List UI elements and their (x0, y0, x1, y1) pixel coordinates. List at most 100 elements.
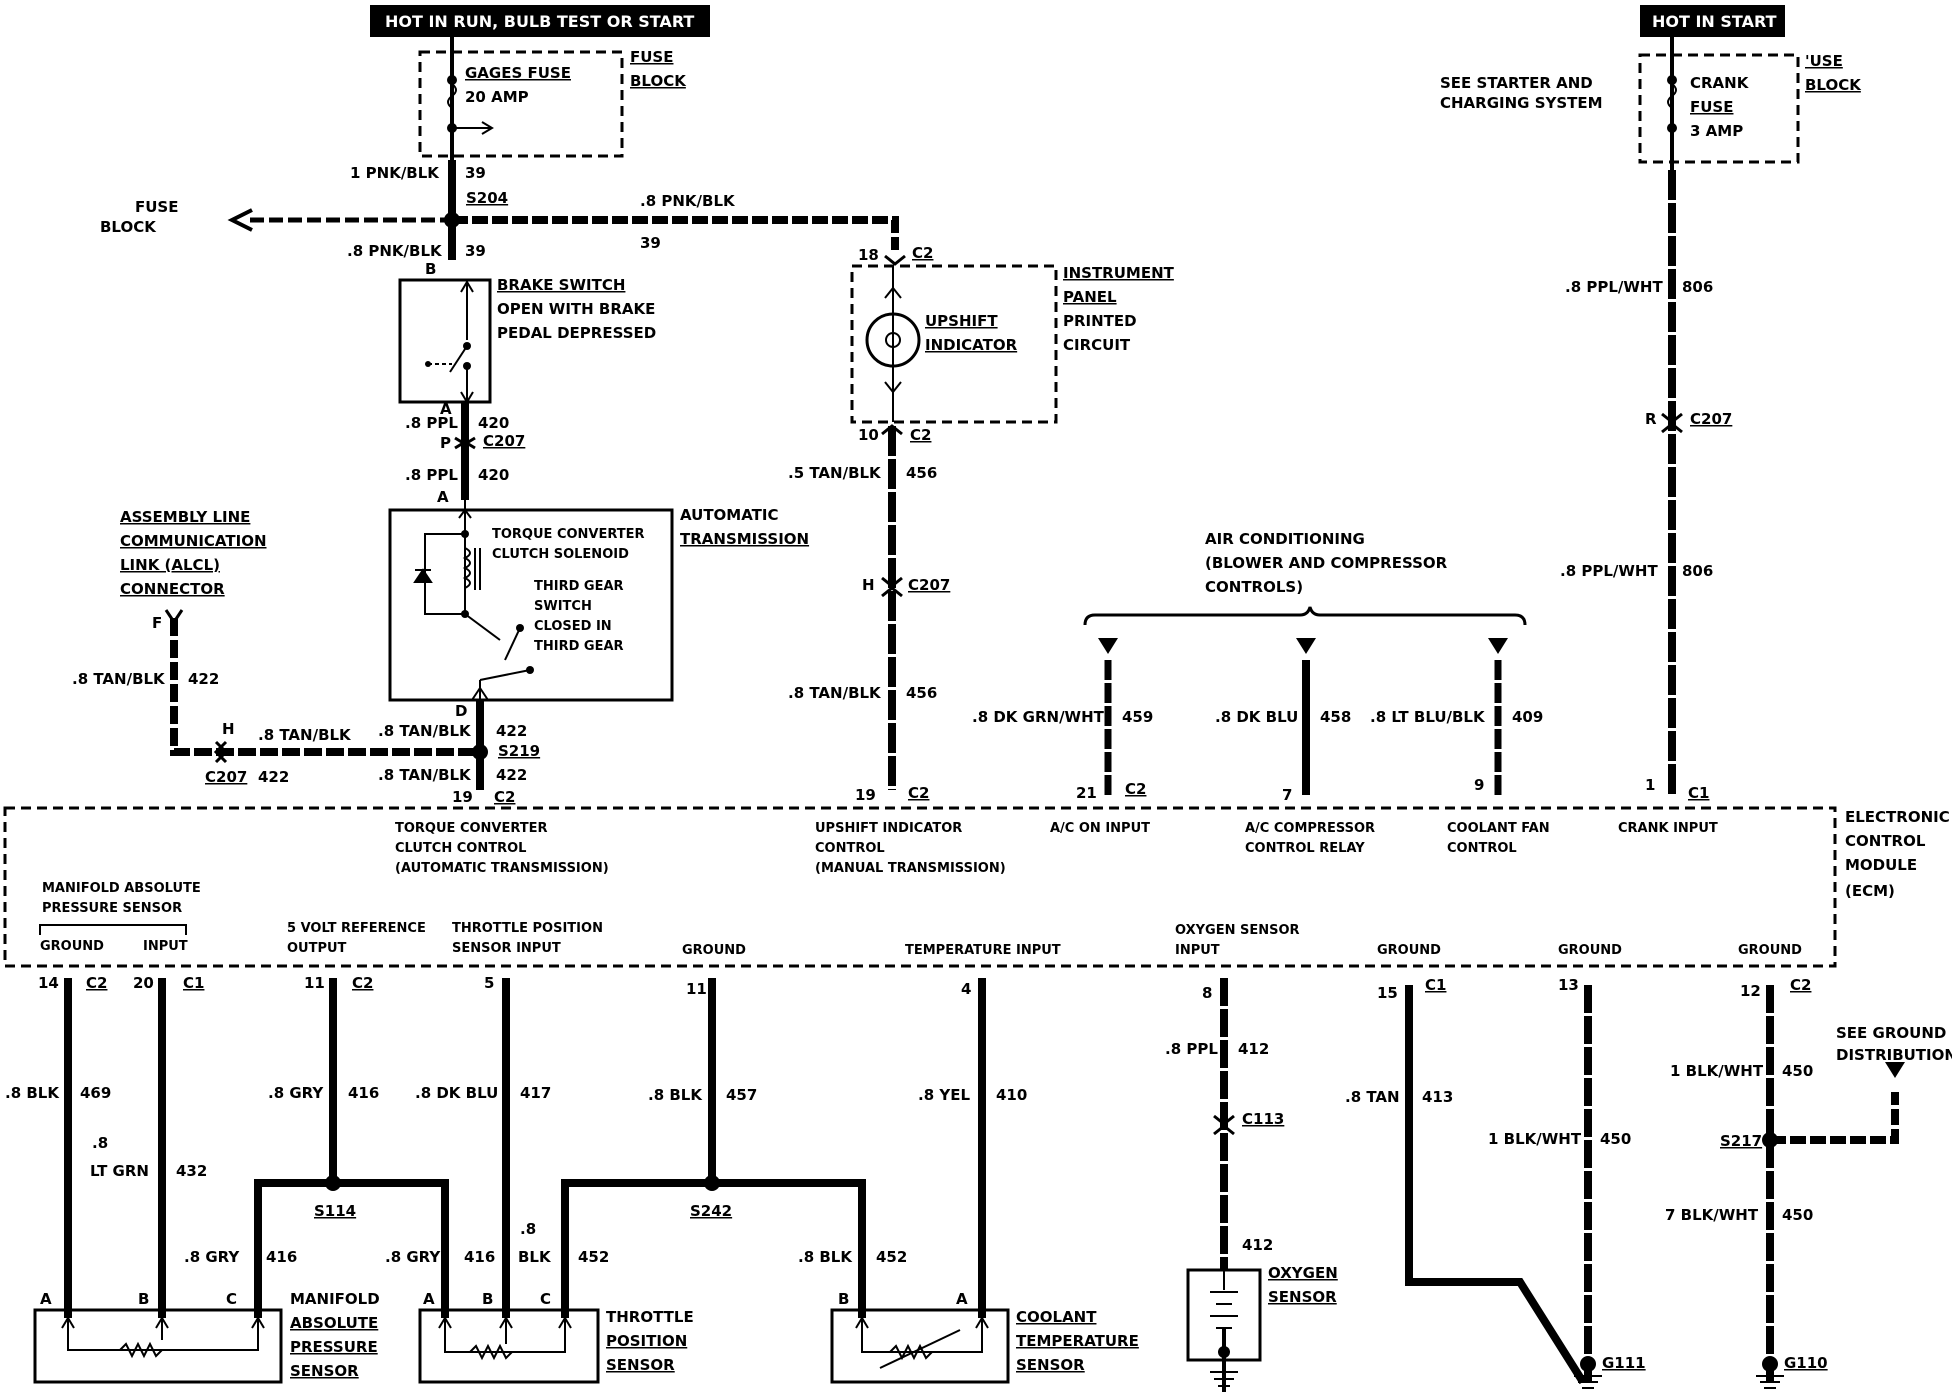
tps-sensor-box (418, 1308, 600, 1384)
ground-dist-arrow (1885, 1062, 1905, 1078)
w458-label: .8 DK BLU (1215, 708, 1298, 726)
cts-pin-a: A (956, 1290, 968, 1308)
ecm-box (3, 806, 1837, 968)
c409-label: 409 (1512, 708, 1543, 726)
c457-label: 457 (726, 1086, 757, 1104)
fuse-block-left-2: BLOCK (100, 218, 157, 236)
ecm-crank: CRANK INPUT (1618, 821, 1718, 836)
c2-upshift-bottom: C2 (910, 426, 931, 444)
ecm-name-4: (ECM) (1845, 882, 1895, 900)
w410-label: .8 YEL (918, 1086, 970, 1104)
w412a-label: .8 PPL (1165, 1040, 1218, 1058)
transmission-box (388, 500, 674, 702)
o2-sensor-l1: OXYGEN (1268, 1264, 1338, 1282)
pin-5: 5 (484, 974, 494, 992)
w422c-label: .8 TAN/BLK (378, 722, 472, 740)
ip-l2: PANEL (1063, 288, 1117, 306)
pin-a-brake: A (440, 400, 452, 418)
c806b-label: 806 (1682, 562, 1713, 580)
c207b-label: C207 (908, 576, 950, 594)
hot-in-run-text: HOT IN RUN, BULB TEST OR START (385, 12, 694, 31)
ac-brace (1083, 606, 1527, 626)
ground-dist-2: DISTRIBUTION (1836, 1046, 1952, 1064)
splice-s114 (325, 1175, 341, 1191)
pin-r: R (1645, 410, 1657, 428)
ecm-name-3: MODULE (1845, 856, 1917, 874)
tps-pin-b: B (482, 1290, 493, 1308)
pin-d: D (455, 702, 467, 720)
w409-label: .8 LT BLU/BLK (1370, 708, 1486, 726)
w422a-label: .8 TAN/BLK (72, 670, 166, 688)
pin-p: P (440, 434, 451, 452)
brake-switch-box (398, 278, 492, 404)
tps-sensor-l3: SENSOR (606, 1356, 675, 1374)
pin-21: 21 (1076, 784, 1097, 802)
c422d-label: 422 (496, 766, 527, 784)
g111-label: G111 (1602, 1354, 1646, 1372)
ecm-name-1: ELECTRONIC (1845, 808, 1950, 826)
brake-switch-l2: OPEN WITH BRAKE (497, 300, 655, 318)
third-gear-l3: CLOSED IN (534, 619, 612, 634)
pin-19a: 19 (452, 788, 473, 806)
w456a-label: .5 TAN/BLK (788, 464, 882, 482)
fuse-block-arrow (227, 208, 452, 232)
ecm-map-1: MANIFOLD ABSOLUTE (42, 881, 201, 896)
w457-label: .8 BLK (648, 1086, 703, 1104)
third-gear-l1: THIRD GEAR (534, 579, 624, 594)
pin-18: 18 (858, 246, 879, 264)
ecm-tps-2: SENSOR INPUT (452, 941, 561, 956)
s114-label: S114 (314, 1202, 356, 1220)
crank-fuse-block-1: 'USE (1805, 52, 1843, 70)
ecm-up-2: CONTROL (815, 841, 885, 856)
c39a-label: 39 (465, 164, 486, 182)
ecm-name-2: CONTROL (1845, 832, 1926, 850)
starter-note-l1: SEE STARTER AND (1440, 74, 1593, 92)
c1-15: C1 (1425, 976, 1446, 994)
ac-arrows (1098, 638, 1508, 654)
gages-fuse-label: GAGES FUSE (465, 64, 571, 82)
splice-s217 (1762, 1132, 1778, 1148)
ac-l2: (BLOWER AND COMPRESSOR (1205, 554, 1448, 572)
pin-20: 20 (133, 974, 154, 992)
c1-crank: C1 (1688, 784, 1709, 802)
ac-l3: CONTROLS) (1205, 578, 1303, 596)
w420b-label: .8 PPL (405, 466, 458, 484)
pin-19b: 19 (855, 786, 876, 804)
w422b-label: .8 TAN/BLK (258, 726, 352, 744)
crank-fuse-amp: 3 AMP (1690, 122, 1743, 140)
oxygen-sensor-box (1186, 1268, 1262, 1392)
hot-in-start-banner: HOT IN START (1640, 5, 1785, 37)
ecm-map-ground: GROUND (40, 939, 104, 954)
w422d-label: .8 TAN/BLK (378, 766, 472, 784)
c417-label: 417 (520, 1084, 551, 1102)
c459-label: 459 (1122, 708, 1153, 726)
map-sensor-box (33, 1308, 283, 1384)
pin-4: 4 (961, 980, 971, 998)
c416a-label: 416 (348, 1084, 379, 1102)
c2-upshift-top: C2 (912, 244, 933, 262)
hot-in-start-text: HOT IN START (1652, 12, 1777, 31)
ecm-map-2: PRESSURE SENSOR (42, 901, 182, 916)
c413-label: 413 (1422, 1088, 1453, 1106)
map-sensor-l2: ABSOLUTE (290, 1314, 378, 1332)
c420a-label: 420 (478, 414, 509, 432)
crank-fuse-block-2: BLOCK (1805, 76, 1862, 94)
w420a-label: .8 PPL (405, 414, 458, 432)
ecm-up-3: (MANUAL TRANSMISSION) (815, 861, 1006, 876)
ground-dist-1: SEE GROUND (1836, 1024, 1946, 1042)
aldl-l3: LINK (ALCL) (120, 556, 220, 574)
pin-1: 1 (1645, 776, 1655, 794)
ecm-o2-2: INPUT (1175, 943, 1220, 958)
c207a-label: C207 (483, 432, 525, 450)
gages-fuse-block: GAGES FUSE 20 AMP FUSE BLOCK (418, 37, 687, 160)
w432a-label: .8 (92, 1134, 108, 1152)
ecm-tcc-2: CLUTCH CONTROL (395, 841, 526, 856)
aldl-l2: COMMUNICATION (120, 532, 267, 550)
pin-11a: 11 (304, 974, 325, 992)
pin-14: 14 (38, 974, 59, 992)
c806a-label: 806 (1682, 278, 1713, 296)
s242-label: S242 (690, 1202, 732, 1220)
pin-7: 7 (1282, 786, 1292, 804)
coolant-sensor-box (830, 1308, 1010, 1384)
